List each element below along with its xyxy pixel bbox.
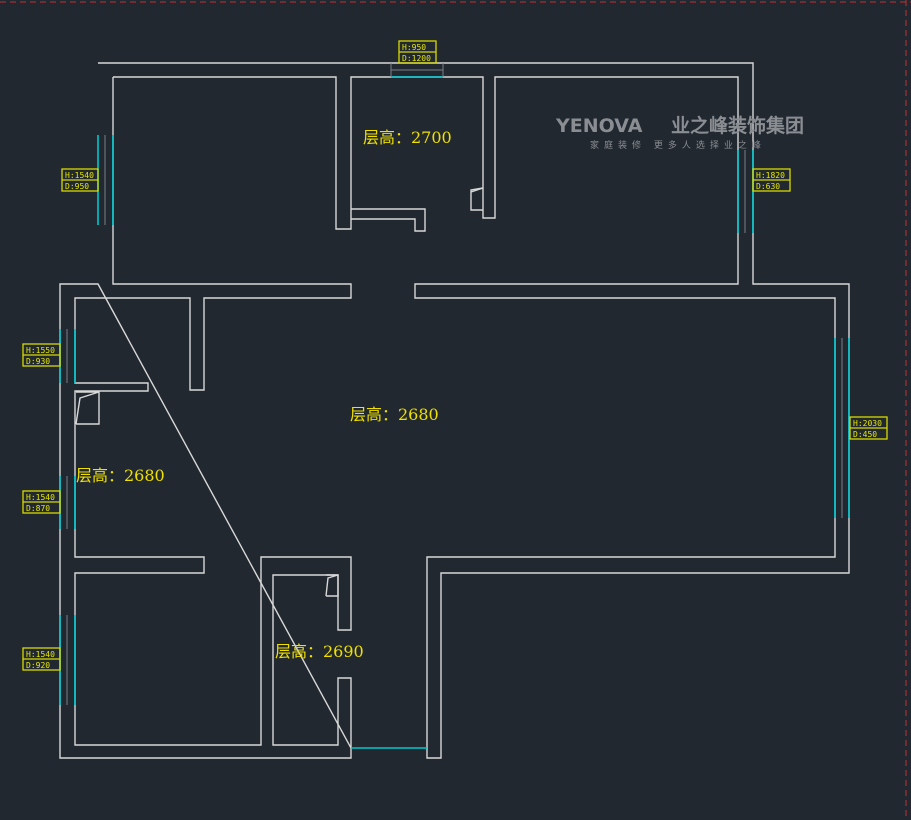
svg-text:D:450: D:450 bbox=[853, 430, 877, 439]
logo-company: 业之峰装饰集团 bbox=[671, 114, 804, 137]
svg-text:D:1200: D:1200 bbox=[402, 54, 431, 63]
wall-room-top-left-inner bbox=[74, 77, 352, 748]
wall-room-top-left bbox=[113, 76, 836, 748]
svg-text:H:1540: H:1540 bbox=[26, 650, 55, 659]
room-height-label: 层高：2680 bbox=[76, 466, 165, 485]
room-height-label: 层高：2690 bbox=[275, 642, 364, 661]
svg-text:H:1550: H:1550 bbox=[26, 346, 55, 355]
svg-text:D:920: D:920 bbox=[26, 661, 50, 670]
svg-text:D:930: D:930 bbox=[26, 357, 50, 366]
room-height-label: 层高：2700 bbox=[363, 128, 452, 147]
outer-wall bbox=[59, 62, 850, 759]
svg-text:H:950: H:950 bbox=[402, 43, 426, 52]
door-swing bbox=[75, 187, 484, 597]
svg-text:H:1820: H:1820 bbox=[756, 171, 785, 180]
svg-text:H:1540: H:1540 bbox=[65, 171, 94, 180]
svg-text:H:1540: H:1540 bbox=[26, 493, 55, 502]
svg-text:H:2030: H:2030 bbox=[853, 419, 882, 428]
logo-brand: YENOVA bbox=[555, 115, 643, 137]
room-height-label: 层高：2680 bbox=[350, 405, 439, 424]
svg-text:D:950: D:950 bbox=[65, 182, 89, 191]
svg-text:D:870: D:870 bbox=[26, 504, 50, 513]
logo-slogan: 家庭装修 更多人选择业之峰 bbox=[590, 139, 766, 151]
windows bbox=[59, 63, 850, 749]
svg-text:D:630: D:630 bbox=[756, 182, 780, 191]
